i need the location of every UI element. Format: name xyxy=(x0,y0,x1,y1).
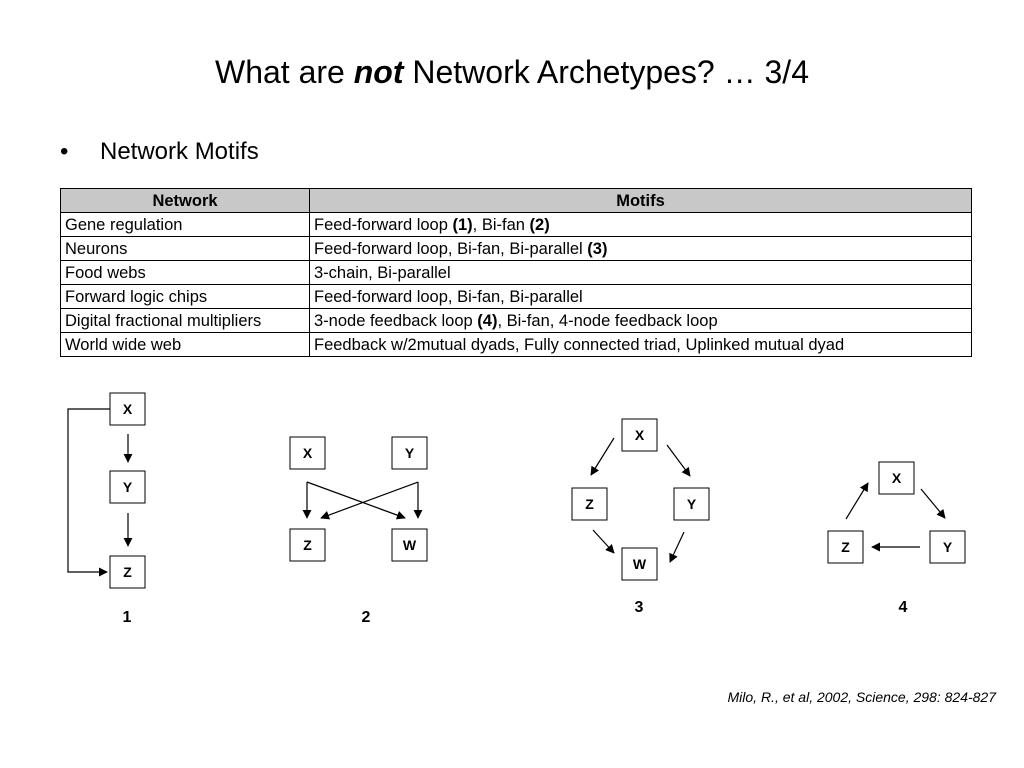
node-3-z: Z xyxy=(571,487,608,521)
diagram-4-label: 4 xyxy=(899,599,908,616)
svg-text:X: X xyxy=(303,445,313,461)
edge-3-x-y xyxy=(666,444,691,477)
slide-title: What are not Network Archetypes? … 3/4 xyxy=(0,52,1024,92)
title-emphasis: not xyxy=(353,54,404,90)
title-prefix: What are xyxy=(215,54,354,90)
motif-text: 3-chain, Bi-parallel xyxy=(314,263,451,282)
motif-text: , Bi-fan, 4-node feedback loop xyxy=(497,311,718,330)
diagram-1: X Y Z 1 xyxy=(109,392,146,626)
motif-text: 3-node feedback loop xyxy=(314,311,478,330)
bullet-dot: • xyxy=(60,138,69,165)
bullet-item: • Network Motifs xyxy=(60,137,259,167)
diagram-3-label: 3 xyxy=(635,599,644,616)
svg-text:X: X xyxy=(123,401,133,417)
svg-text:X: X xyxy=(892,470,902,486)
motif-text: Feed-forward loop xyxy=(314,215,453,234)
edge-4-x-y xyxy=(920,488,946,519)
network-cell: Forward logic chips xyxy=(60,284,310,309)
node-4-z: Z xyxy=(827,530,864,564)
motif-reference: (3) xyxy=(587,239,608,258)
network-cell: Neurons xyxy=(60,236,310,261)
svg-text:X: X xyxy=(635,427,645,443)
node-3-w: W xyxy=(621,547,658,581)
svg-text:W: W xyxy=(633,556,647,572)
node-2-y: Y xyxy=(391,436,428,470)
citation: Milo, R., et al, 2002, Science, 298: 824… xyxy=(727,689,997,705)
edge-3-z-w xyxy=(592,529,615,554)
diagram-3-edges xyxy=(590,437,691,563)
svg-text:Y: Y xyxy=(123,479,133,495)
motif-text: Feedback w/2mutual dyads, Fully connecte… xyxy=(314,335,845,354)
motifs-cell: Feed-forward loop (1), Bi-fan (2) xyxy=(309,212,972,237)
network-cell: Food webs xyxy=(60,260,310,285)
node-3-y: Y xyxy=(673,487,710,521)
svg-text:Z: Z xyxy=(841,539,850,555)
node-2-x: X xyxy=(289,436,326,470)
motifs-cell: Feed-forward loop, Bi-fan, Bi-parallel xyxy=(309,284,972,309)
node-1-y: Y xyxy=(109,470,146,504)
motifs-cell: Feedback w/2mutual dyads, Fully connecte… xyxy=(309,332,972,357)
svg-text:Z: Z xyxy=(303,537,312,553)
table-header-row: Network Motifs xyxy=(60,188,972,213)
motif-text: Feed-forward loop, Bi-fan, Bi-parallel xyxy=(314,239,588,258)
node-4-y: Y xyxy=(929,530,966,564)
motifs-cell: Feed-forward loop, Bi-fan, Bi-parallel (… xyxy=(309,236,972,261)
edge-3-x-z xyxy=(590,437,615,476)
edge-2-y-z xyxy=(320,481,419,520)
motif-reference: (2) xyxy=(529,215,550,234)
node-4-x: X xyxy=(878,461,915,495)
svg-text:W: W xyxy=(403,537,417,553)
svg-text:Z: Z xyxy=(585,496,594,512)
motifs-cell: 3-chain, Bi-parallel xyxy=(309,260,972,285)
motif-text: Feed-forward loop, Bi-fan, Bi-parallel xyxy=(314,287,583,306)
diagram-3: X Z Y W 3 xyxy=(571,418,710,616)
bullet-text: Network Motifs xyxy=(100,138,259,165)
edge-4-z-x xyxy=(845,482,869,520)
motif-reference: (4) xyxy=(477,311,498,330)
svg-text:Y: Y xyxy=(405,445,415,461)
svg-text:Y: Y xyxy=(943,539,953,555)
diagram-1-edges xyxy=(67,408,133,577)
network-cell: Digital fractional multipliers xyxy=(60,308,310,333)
svg-text:Y: Y xyxy=(687,496,697,512)
diagram-2-label: 2 xyxy=(362,609,371,626)
motifs-cell: 3-node feedback loop (4), Bi-fan, 4-node… xyxy=(309,308,972,333)
edge-2-x-w xyxy=(306,481,406,520)
node-2-w: W xyxy=(391,528,428,562)
node-3-x: X xyxy=(621,418,658,452)
network-cell: World wide web xyxy=(60,332,310,357)
node-1-x: X xyxy=(109,392,146,426)
header-network: Network xyxy=(60,188,310,213)
diagram-1-label: 1 xyxy=(123,609,132,626)
network-cell: Gene regulation xyxy=(60,212,310,237)
diagram-2: X Y Z W 2 xyxy=(289,436,428,626)
motif-diagrams: X Y Z 1 X Y Z W 2 X Z Y W 3 X Z Y 4 xyxy=(67,392,966,626)
title-suffix: Network Archetypes? … 3/4 xyxy=(403,54,809,90)
diagram-2-edges xyxy=(302,481,423,520)
edge-3-y-w xyxy=(669,531,685,563)
node-1-z: Z xyxy=(109,555,146,589)
motif-reference: (1) xyxy=(452,215,473,234)
node-2-z: Z xyxy=(289,528,326,562)
motif-text: , Bi-fan xyxy=(472,215,530,234)
diagram-4: X Z Y 4 xyxy=(827,461,966,616)
header-motifs: Motifs xyxy=(309,188,972,213)
diagram-4-edges xyxy=(845,482,946,552)
svg-text:Z: Z xyxy=(123,564,132,580)
edge-1-x-z xyxy=(67,408,110,577)
